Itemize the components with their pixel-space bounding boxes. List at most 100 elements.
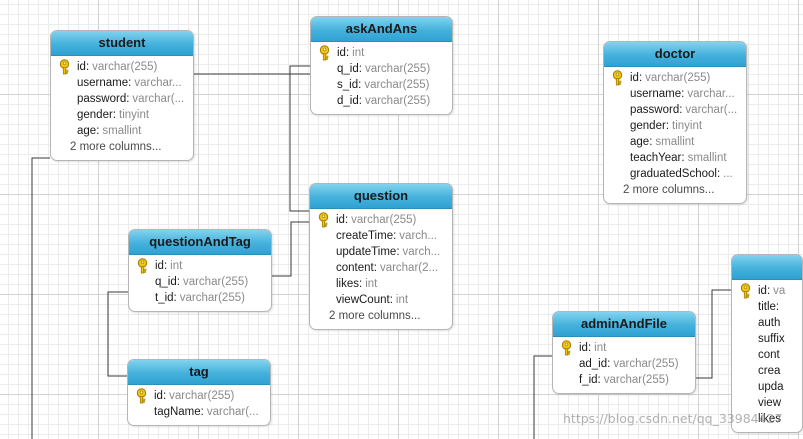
column-row[interactable]: id:varchar(255) <box>310 212 452 228</box>
column-row[interactable]: likes:int <box>310 276 452 292</box>
column-type-separator: : <box>393 230 397 242</box>
entity-title[interactable]: questionAndTag <box>129 230 271 255</box>
column-row[interactable]: id:int <box>129 258 271 274</box>
column-row[interactable]: auth <box>732 315 802 331</box>
more-columns-link[interactable]: 2 more columns... <box>70 141 162 153</box>
column-row[interactable]: content:varchar(2... <box>310 260 452 276</box>
column-name: age <box>77 125 97 137</box>
entity-title[interactable]: askAndAns <box>311 17 452 42</box>
column-type-separator: : <box>638 72 643 84</box>
column-name: gender <box>77 109 113 121</box>
relationship-lines <box>31 65 731 439</box>
column-row[interactable]: id:varchar(255) <box>51 59 193 75</box>
link-askandans-question[interactable] <box>289 65 310 212</box>
column-row[interactable]: tagName:varchar(... <box>128 404 270 420</box>
column-row[interactable]: viewCount:int <box>310 292 452 308</box>
column-name: age <box>630 136 650 148</box>
column-type-separator: : <box>359 278 363 290</box>
column-row[interactable]: username:varchar... <box>604 86 746 102</box>
column-row[interactable]: crea <box>732 363 802 379</box>
column-name: id <box>155 260 164 272</box>
entity-title[interactable]: tag <box>128 360 270 385</box>
column-row[interactable]: updateTime:varch... <box>310 244 452 260</box>
column-type: varchar(255) <box>364 79 430 91</box>
column-row[interactable]: t_id:varchar(255) <box>129 290 271 306</box>
entity-title[interactable] <box>732 255 802 280</box>
column-row[interactable]: password:varchar(... <box>604 102 746 118</box>
column-row[interactable]: graduatedSchool:... <box>604 166 746 182</box>
column-name: gender <box>630 120 666 132</box>
column-row[interactable]: cont <box>732 347 802 363</box>
entity-title[interactable]: question <box>310 184 452 209</box>
column-type-separator: : <box>345 47 350 59</box>
column-row[interactable]: id:va <box>732 283 802 299</box>
column-name: teachYear <box>630 152 682 164</box>
column-row[interactable]: gender:tinyint <box>604 118 746 134</box>
column-row[interactable]: gender:tinyint <box>51 107 193 123</box>
column-row[interactable]: ad_id:varchar(255) <box>553 356 695 372</box>
more-columns-link[interactable]: 2 more columns... <box>329 310 421 322</box>
column-row[interactable]: s_id:varchar(255) <box>311 77 452 93</box>
column-type: varch... <box>402 246 441 258</box>
column-row[interactable]: likes <box>732 411 802 427</box>
link-student-left[interactable] <box>31 157 50 439</box>
column-name: id <box>336 214 345 226</box>
entity-title[interactable]: student <box>51 31 193 56</box>
column-row[interactable]: f_id:varchar(255) <box>553 372 695 388</box>
entity-title[interactable]: adminAndFile <box>553 312 695 337</box>
entity-title[interactable]: doctor <box>604 42 746 67</box>
column-type-separator: : <box>681 88 685 100</box>
more-columns-link[interactable]: 2 more columns... <box>623 184 715 196</box>
link-question-questionandtag[interactable] <box>270 221 309 277</box>
primary-key-icon <box>611 70 624 86</box>
column-type-separator: : <box>163 260 168 272</box>
column-type: varchar... <box>134 77 182 89</box>
column-row[interactable]: suffix <box>732 331 802 347</box>
column-row[interactable]: id:varchar(255) <box>128 388 270 404</box>
entity-question[interactable]: question id:varchar(255)createTime:varch.… <box>309 183 453 330</box>
primary-key-icon <box>58 59 71 75</box>
link-questionandtag-tag[interactable] <box>107 291 128 377</box>
column-type-separator: : <box>112 109 117 121</box>
column-row[interactable]: username:varchar... <box>51 75 193 91</box>
column-row[interactable]: q_id:varchar(255) <box>311 61 452 77</box>
column-name: password <box>630 104 680 116</box>
column-type-separator: : <box>358 79 362 91</box>
column-row[interactable]: upda <box>732 379 802 395</box>
column-type: varchar(2... <box>379 262 439 274</box>
column-row[interactable]: view <box>732 395 802 411</box>
column-row[interactable]: id:int <box>311 45 452 61</box>
column-name: d_id <box>337 95 359 107</box>
column-type: varch... <box>399 230 438 242</box>
column-list: id:varchar(255)tagName:varchar(... <box>128 385 270 425</box>
column-row[interactable]: id:varchar(255) <box>604 70 746 86</box>
column-name: id <box>337 47 346 59</box>
column-row[interactable]: q_id:varchar(255) <box>129 274 271 290</box>
column-row[interactable]: id:int <box>553 340 695 356</box>
column-list: id:varchar(255)username:varchar...passwo… <box>51 56 193 160</box>
column-row[interactable]: createTime:varch... <box>310 228 452 244</box>
link-adminandfile-file[interactable] <box>694 289 731 379</box>
column-type-separator: : <box>96 125 100 137</box>
column-row[interactable]: age:smallint <box>51 123 193 139</box>
column-type-separator: : <box>389 294 393 306</box>
link-adminandfile-left[interactable] <box>533 355 552 439</box>
column-row[interactable]: password:varchar(... <box>51 91 193 107</box>
column-type: varchar(255) <box>364 63 431 75</box>
column-row[interactable]: d_id:varchar(255) <box>311 93 452 109</box>
column-row[interactable]: title: <box>732 299 802 315</box>
entity-doctor[interactable]: doctor id:varchar(255)username:varchar...… <box>603 41 747 204</box>
column-row[interactable]: age:smallint <box>604 134 746 150</box>
column-row[interactable]: teachYear:smallint <box>604 150 746 166</box>
column-name: upda <box>758 381 784 393</box>
column-type: ... <box>723 168 733 180</box>
